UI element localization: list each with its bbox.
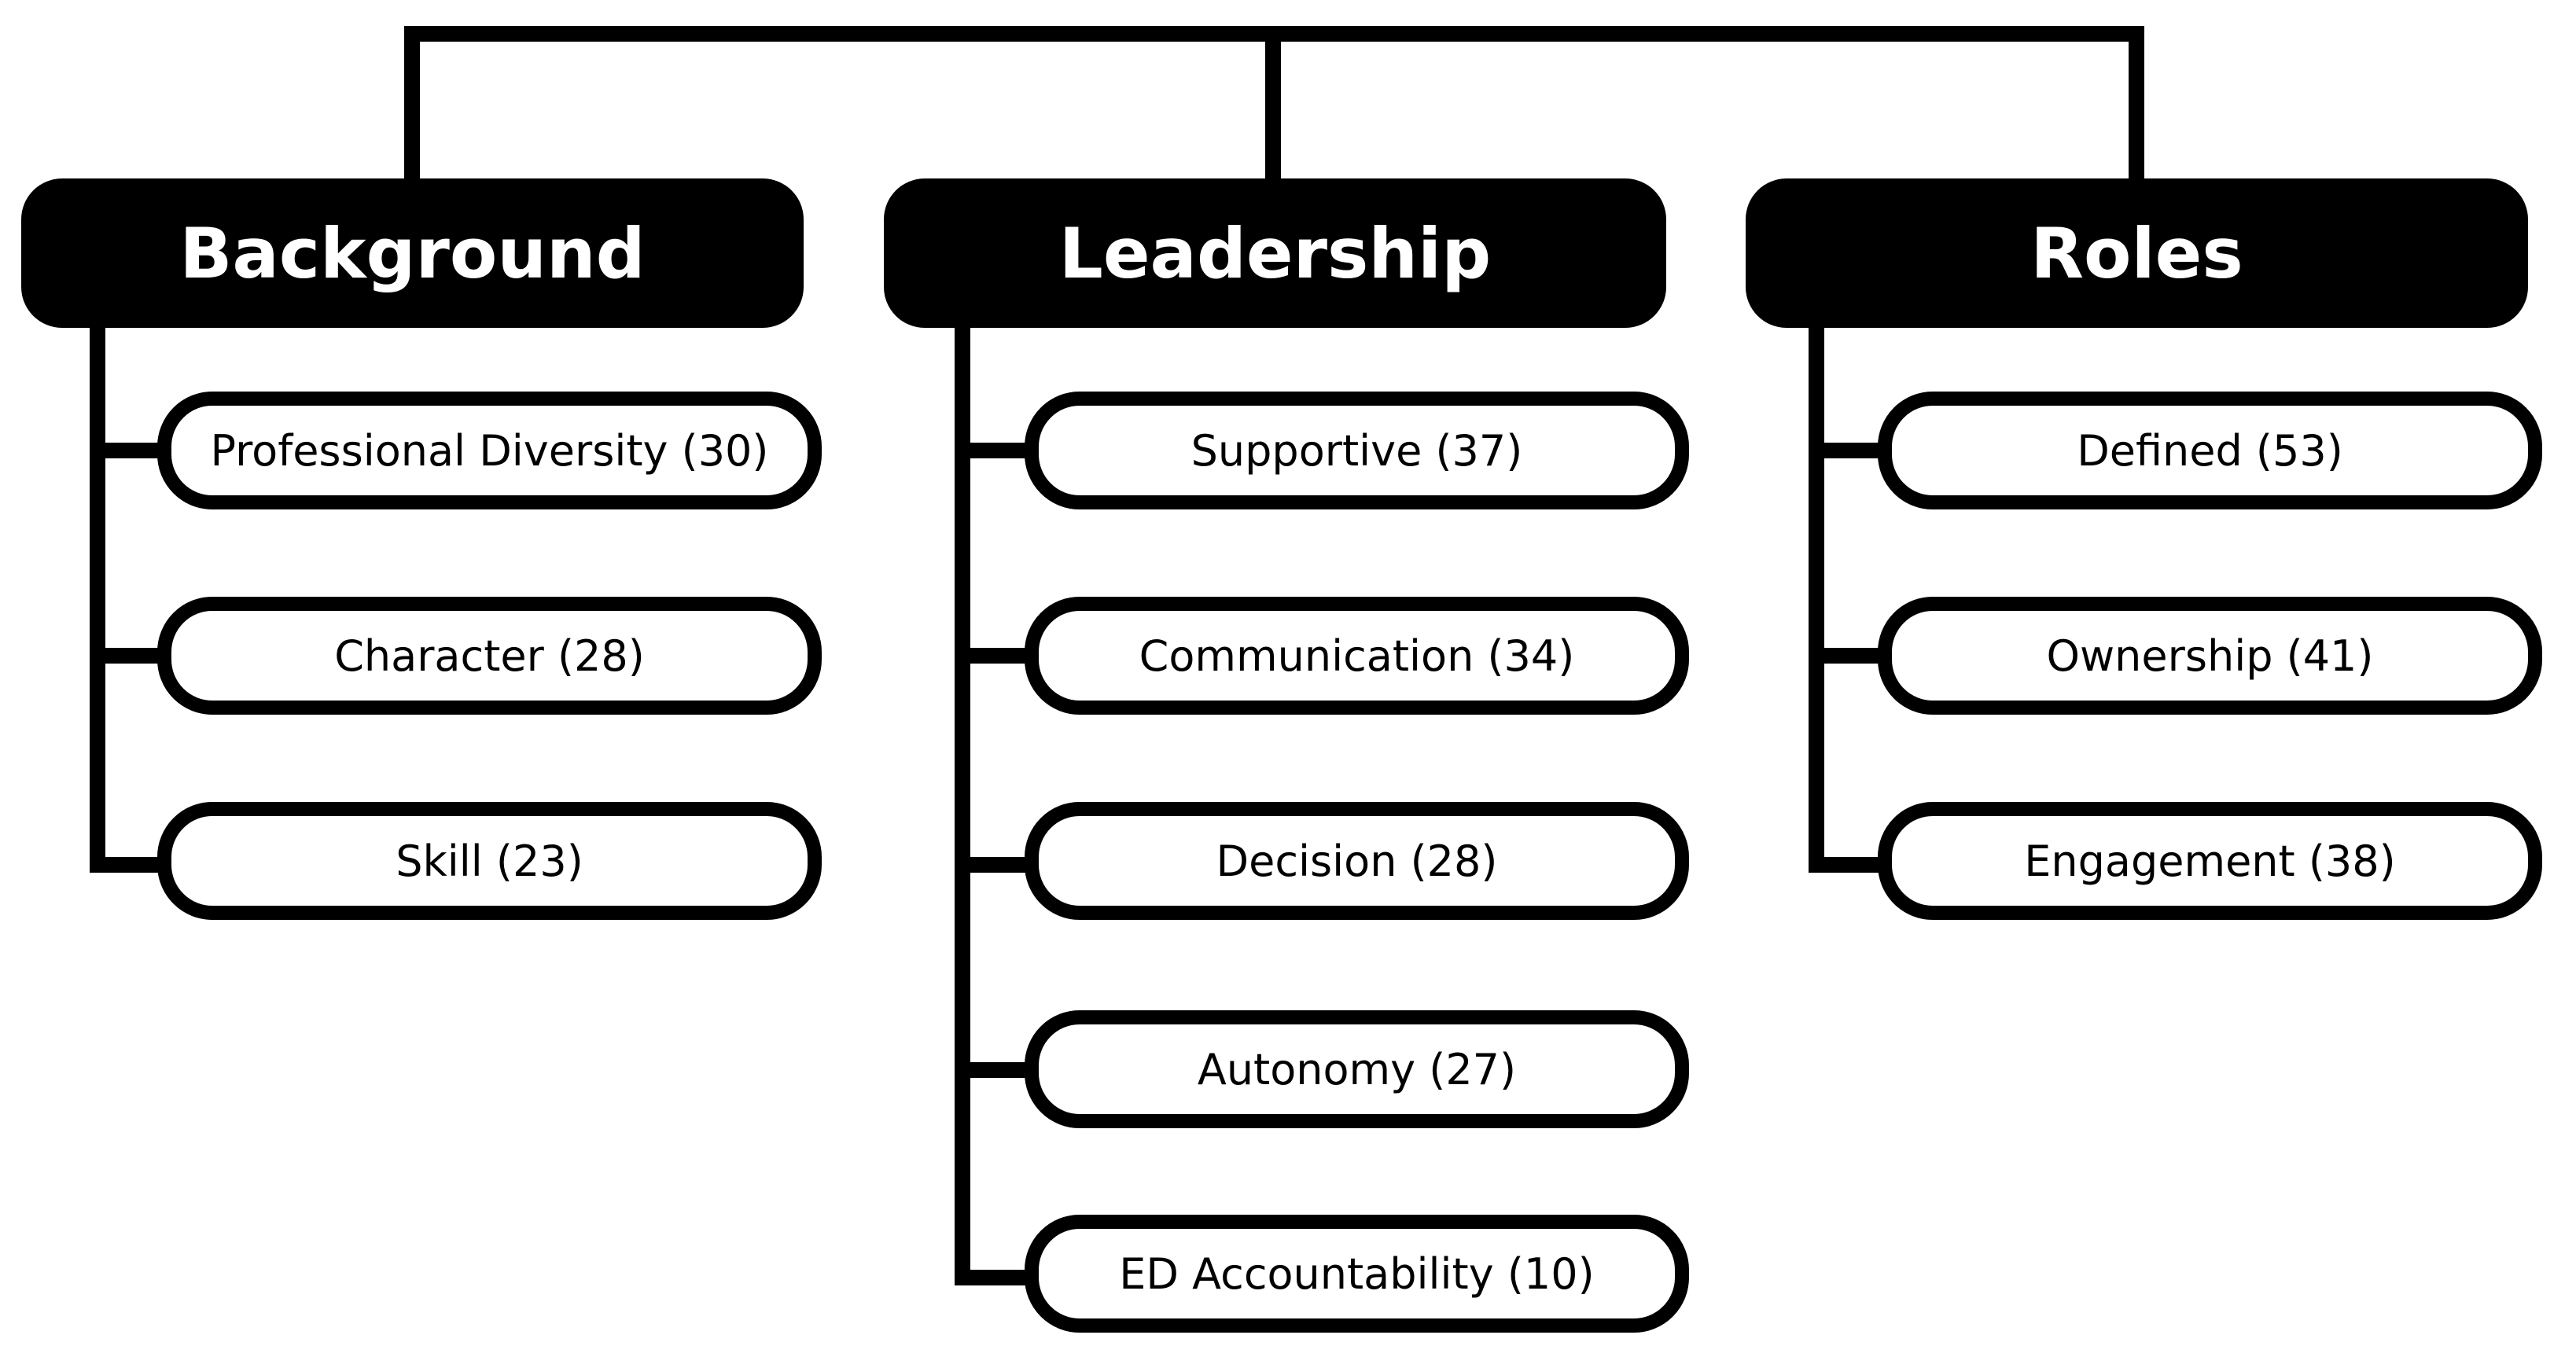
tick-roles-1 <box>1809 648 1887 664</box>
tick-leadership-0 <box>955 443 1033 458</box>
subcategory-box-autonomy: Autonomy (27) <box>1025 1010 1689 1128</box>
category-header-roles: Roles <box>1746 178 2528 328</box>
tick-leadership-3 <box>955 1062 1033 1078</box>
tick-leadership-1 <box>955 648 1033 664</box>
subcategory-box-supportive: Supportive (37) <box>1025 392 1689 509</box>
tick-roles-2 <box>1809 857 1887 873</box>
category-header-leadership: Leadership <box>884 178 1666 328</box>
tick-background-0 <box>90 443 168 458</box>
connector-stem-leadership <box>1265 26 1281 181</box>
subcategory-box-ownership: Ownership (41) <box>1878 597 2542 715</box>
spine-leadership <box>955 322 970 1285</box>
tick-leadership-4 <box>955 1270 1033 1285</box>
subcategory-box-communication: Communication (34) <box>1025 597 1689 715</box>
tick-leadership-2 <box>955 857 1033 873</box>
subcategory-box-character: Character (28) <box>157 597 822 715</box>
spine-roles <box>1809 322 1824 873</box>
connector-stem-roles <box>2129 26 2144 181</box>
tick-roles-0 <box>1809 443 1887 458</box>
subcategory-box-ed-accountability: ED Accountability (10) <box>1025 1215 1689 1333</box>
category-header-background: Background <box>21 178 804 328</box>
subcategory-box-skill: Skill (23) <box>157 802 822 920</box>
subcategory-box-defined: Defined (53) <box>1878 392 2542 509</box>
connector-stem-background <box>404 26 420 181</box>
tick-background-2 <box>90 857 168 873</box>
subcategory-box-engagement: Engagement (38) <box>1878 802 2542 920</box>
subcategory-box-professional-diversity: Professional Diversity (30) <box>157 392 822 509</box>
spine-background <box>90 322 105 873</box>
tick-background-1 <box>90 648 168 664</box>
subcategory-box-decision: Decision (28) <box>1025 802 1689 920</box>
